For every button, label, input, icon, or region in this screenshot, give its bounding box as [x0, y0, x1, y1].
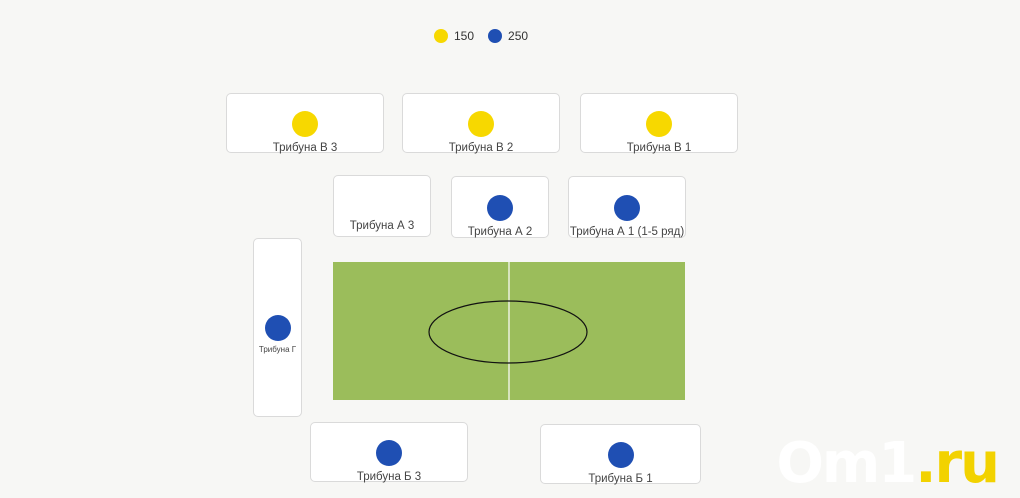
stand-g[interactable]: Трибуна Г — [253, 238, 302, 417]
stand-label: Трибуна А 3 — [349, 220, 415, 232]
stand-v2[interactable]: Трибуна В 2 — [402, 93, 560, 154]
price-dot — [376, 440, 402, 466]
legend-label-250: 250 — [508, 29, 529, 43]
legend-item-250: 250 — [488, 29, 528, 43]
price-dot — [487, 195, 513, 221]
stand-label: Трибуна Г — [258, 345, 297, 354]
price-dot — [614, 195, 640, 221]
om1-logo-watermark: Om1.ru — [776, 436, 1000, 492]
price-dot — [468, 111, 494, 137]
stand-label: Трибуна Б 3 — [356, 471, 422, 483]
price-dot — [292, 111, 318, 137]
price-dot — [607, 442, 634, 468]
stand-label: Трибуна А 2 — [467, 226, 533, 238]
stand-label: Трибуна В 2 — [448, 142, 514, 154]
field-center-circle — [428, 300, 588, 364]
legend-dot-blue — [488, 29, 503, 43]
stand-label: Трибуна В 3 — [272, 142, 338, 154]
stand-v3[interactable]: Трибуна В 3 — [226, 93, 384, 154]
price-dot — [646, 111, 672, 137]
price-legend: 150 250 — [434, 29, 528, 43]
stand-v1[interactable]: Трибуна В 1 — [580, 93, 738, 154]
stand-label: Трибуна В 1 — [626, 142, 692, 154]
price-dot — [264, 315, 291, 341]
watermark-ru: .ru — [915, 431, 1000, 496]
legend-dot-yellow — [434, 29, 448, 43]
stand-b3[interactable]: Трибуна Б 3 — [310, 422, 468, 483]
stand-a1[interactable]: Трибуна А 1 (1-5 ряд) — [568, 176, 686, 238]
stand-a2[interactable]: Трибуна А 2 — [451, 176, 549, 238]
stand-b1[interactable]: Трибуна Б 1 — [540, 424, 701, 485]
football-field — [333, 262, 685, 400]
stand-a3[interactable]: Трибуна А 3 — [333, 175, 431, 237]
legend-item-150: 150 — [434, 29, 474, 43]
legend-label-150: 150 — [454, 29, 475, 43]
stand-label: Трибуна А 1 (1-5 ряд) — [569, 226, 685, 238]
stand-label: Трибуна Б 1 — [588, 473, 653, 485]
watermark-om: Om1 — [776, 431, 917, 496]
